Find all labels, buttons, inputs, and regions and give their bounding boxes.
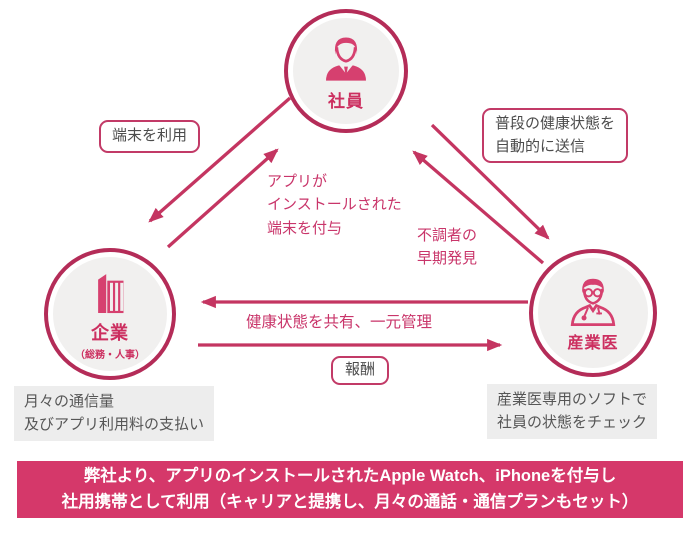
node-company-label: 企業 — [91, 323, 129, 343]
company-building-icon — [98, 274, 124, 314]
banner-line-1: 弊社より、アプリのインストールされたApple Watch、iPhoneを付与し — [83, 466, 617, 485]
node-employee: 社員 — [284, 9, 408, 133]
node-employee-inner: 社員 — [293, 18, 399, 124]
physician-doctor-icon — [570, 278, 616, 327]
share-health-label: 健康状態を共有、一元管理 — [246, 314, 433, 331]
provide-device-label: アプリが インストールされた 端末を付与 — [267, 173, 402, 237]
node-company-inner: 企業 （総務・人事） — [53, 257, 167, 371]
reward-box: 報酬 — [331, 356, 390, 385]
banner-line-2: 社用携帯として利用（キャリアと提携し、月々の通話・通信プランもセット） — [61, 492, 639, 511]
employee-person-icon — [326, 36, 366, 81]
node-company: 企業 （総務・人事） — [44, 248, 176, 380]
early-detection-label: 不調者の 早期発見 — [417, 227, 478, 268]
arrow-company-to-employee — [166, 148, 279, 249]
send-health-box: 普段の健康状態を 自動的に送信 — [482, 108, 629, 163]
node-physician-inner: 産業医 — [538, 258, 648, 368]
use-device-box: 端末を利用 — [99, 120, 201, 153]
company-note: 月々の通信量 及びアプリ利用料の支払い — [14, 386, 215, 441]
node-employee-label: 社員 — [328, 91, 364, 111]
node-physician-label: 産業医 — [567, 335, 619, 352]
node-physician: 産業医 — [529, 249, 657, 377]
physician-note: 産業医専用のソフトで 社員の状態をチェック — [487, 384, 658, 439]
bottom-banner: 弊社より、アプリのインストールされたApple Watch、iPhoneを付与し… — [17, 461, 683, 518]
node-company-sublabel: （総務・人事） — [75, 350, 145, 361]
